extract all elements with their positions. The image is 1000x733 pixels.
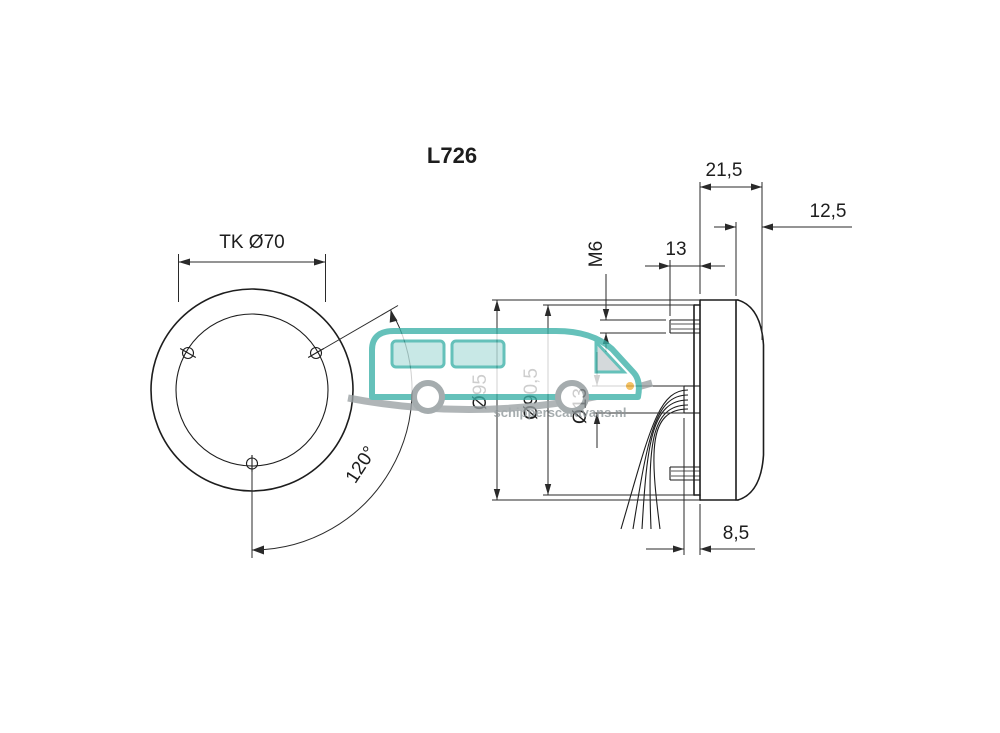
lamp-inner-circle <box>175 313 329 467</box>
caravan-wheel-icon <box>555 380 589 414</box>
arrowhead <box>493 300 501 311</box>
dim-label-8-5: 8,5 <box>723 523 749 544</box>
dim-rear-offset: 8,5 <box>646 418 755 555</box>
page-title: L726 <box>427 143 477 168</box>
arrowhead <box>544 305 552 316</box>
dim-label-21-5: 21,5 <box>706 160 743 181</box>
arrowhead <box>593 413 601 424</box>
wires <box>620 389 689 530</box>
arrowhead <box>700 262 711 270</box>
arrowhead <box>602 309 610 320</box>
watermark: schipperscaravans.nl <box>347 328 653 420</box>
caravan-window-icon <box>450 339 506 369</box>
dim-label-120deg: 120° <box>342 443 381 487</box>
dim-label-13: 13 <box>665 239 686 260</box>
dim-total-depth: 21,5 <box>699 160 763 340</box>
caravan-headlight-icon <box>626 382 634 390</box>
arrowhead <box>700 545 711 553</box>
arrowhead <box>389 310 398 323</box>
arrowhead <box>178 258 190 266</box>
dim-label-12-5: 12,5 <box>810 201 847 222</box>
arrowhead <box>751 183 762 191</box>
arrowhead <box>700 183 711 191</box>
stud-bottom <box>669 466 700 481</box>
caravan-windshield-icon <box>594 338 628 374</box>
arrowhead <box>725 223 736 231</box>
arrowhead <box>762 223 773 231</box>
dim-stud-length: 13 <box>645 239 725 316</box>
side-view-outline <box>693 299 765 501</box>
dim-thread-m6: M6 <box>586 241 666 352</box>
mounting-holes <box>179 346 325 472</box>
watermark-text: schipperscaravans.nl <box>494 405 627 420</box>
dim-label-m6: M6 <box>586 241 607 267</box>
dim-bolt-circle: TK Ø70 <box>178 232 326 302</box>
caravan-wheel-icon <box>411 380 445 414</box>
dim-lens-depth: 12,5 <box>714 201 852 296</box>
caravan-window-icon <box>390 339 446 369</box>
arrowhead <box>659 262 670 270</box>
arrowhead <box>314 258 326 266</box>
dim-label-tk70: TK Ø70 <box>219 232 284 253</box>
arrowhead <box>544 484 552 495</box>
stud-top <box>669 319 700 334</box>
arrowhead <box>673 545 684 553</box>
arrowhead <box>252 545 264 555</box>
arrowhead <box>493 489 501 500</box>
lens-profile <box>737 299 765 501</box>
